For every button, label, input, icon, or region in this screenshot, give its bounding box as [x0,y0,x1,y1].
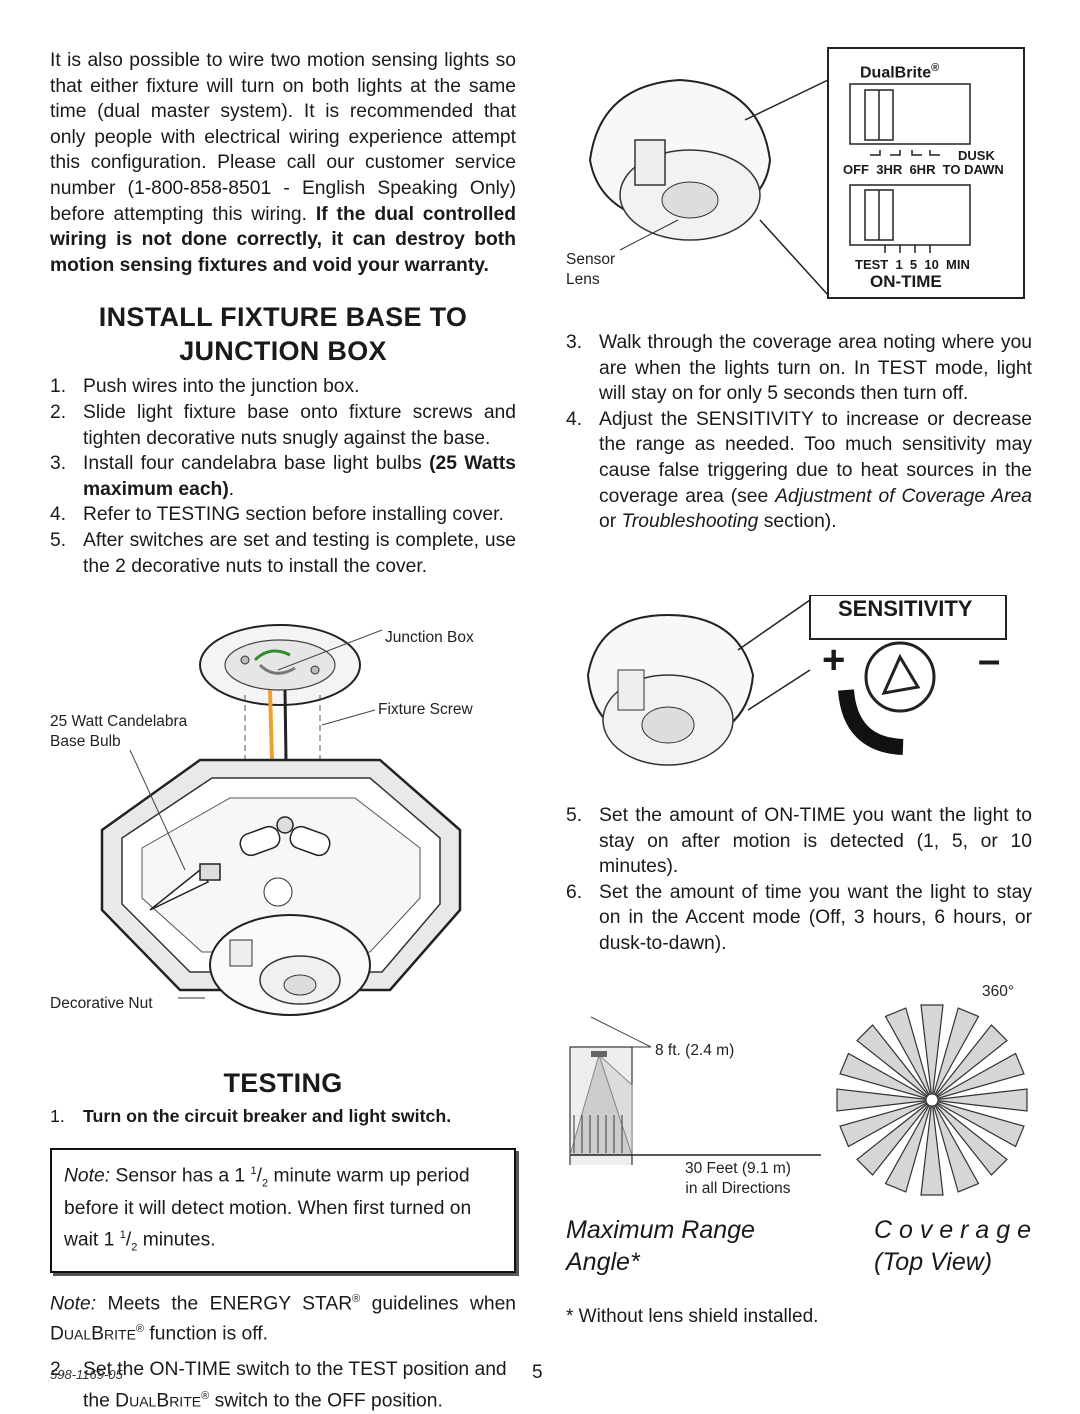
right-step: 3.Walk through the coverage area noting … [566,332,1032,405]
top-view-title: (Top View) [874,1248,993,1276]
testing-step1: 1. Turn on the circuit breaker and light… [50,1106,452,1126]
install-heading-line1: INSTALL FIXTURE BASE TO [98,302,468,333]
install-steps: 1.Push wires into the junction box. 2.Sl… [50,374,516,579]
coverage-title: C o v e r a g e [874,1216,1032,1244]
install-heading-line2: JUNCTION BOX [179,336,387,367]
ontime-title: ON-TIME [870,272,942,291]
coverage-top-view [836,1004,1028,1196]
height-label: 8 ft. (2.4 m) [655,1042,735,1059]
lens-footnote: * Without lens shield installed. [566,1306,819,1327]
label-decorative-nut: Decorative Nut [50,995,153,1012]
label-junction-box: Junction Box [385,629,474,646]
warmup-note: Note: Sensor has a 1 1/2 minute warm up … [50,1148,516,1273]
label-fixture-screw: Fixture Screw [378,701,473,718]
dualbrite-label: DualBrite® [860,62,940,82]
intro-text: It is also possible to wire two motion s… [50,50,516,225]
install-step: 2.Slide light fixture base onto fixture … [50,401,516,449]
intro-paragraph: It is also possible to wire two motion s… [50,48,516,278]
install-step: 5.After switches are set and testing is … [50,529,516,577]
right-step: 5.Set the amount of ON-TIME you want the… [566,805,1032,878]
accent-labels: OFF 3HR 6HR TO DAWN [843,162,1004,177]
range-label: 30 Feet (9.1 m)in all Directions [685,1160,791,1197]
dusk-label: DUSK [958,148,995,163]
coverage-side-view [569,1016,821,1165]
fixture-illustration [100,624,462,1016]
right-steps-a: 3.Walk through the coverage area noting … [566,330,1032,535]
degrees-label: 360° [982,983,1015,1000]
install-step: 4.Refer to TESTING section before instal… [50,504,504,526]
install-step: 1.Push wires into the junction box. [50,376,360,398]
testing-section: TESTING 1. Turn on the circuit breaker a… [50,1066,516,1414]
max-range-title: Maximum Range [566,1216,755,1244]
document-code: 598-1169-05 [50,1367,123,1382]
testing-heading: TESTING [223,1068,343,1098]
sensitivity-minus: – [978,638,1001,682]
install-step: 3.Install four candelabra base light bul… [50,453,516,500]
left-column: It is also possible to wire two motion s… [50,48,516,579]
ontime-labels: TEST 1 5 10 MIN [855,257,970,272]
right-step: 6.Set the amount of time you want the li… [566,881,1032,954]
right-step: 4.Adjust the SENSITIVITY to increase or … [566,408,1032,533]
energy-star-note: Note: Meets the ENERGY STAR® guidelines … [50,1292,517,1344]
right-steps-b: 5.Set the amount of ON-TIME you want the… [566,803,1032,957]
page-number: 5 [532,1362,543,1383]
sensor-switch-illustration [588,47,1025,299]
sensitivity-plus: + [822,638,846,682]
sensitivity-title: SENSITIVITY [838,596,973,621]
sensitivity-illustration [586,595,1007,766]
testing-step2: 2. Set the ON-TIME switch to the TEST po… [50,1358,507,1412]
install-heading: INSTALL FIXTURE BASE TO JUNCTION BOX [50,300,516,368]
intro-warning: If the dual controlled wiring is not don… [50,203,517,276]
angle-title: Angle* [566,1248,640,1276]
